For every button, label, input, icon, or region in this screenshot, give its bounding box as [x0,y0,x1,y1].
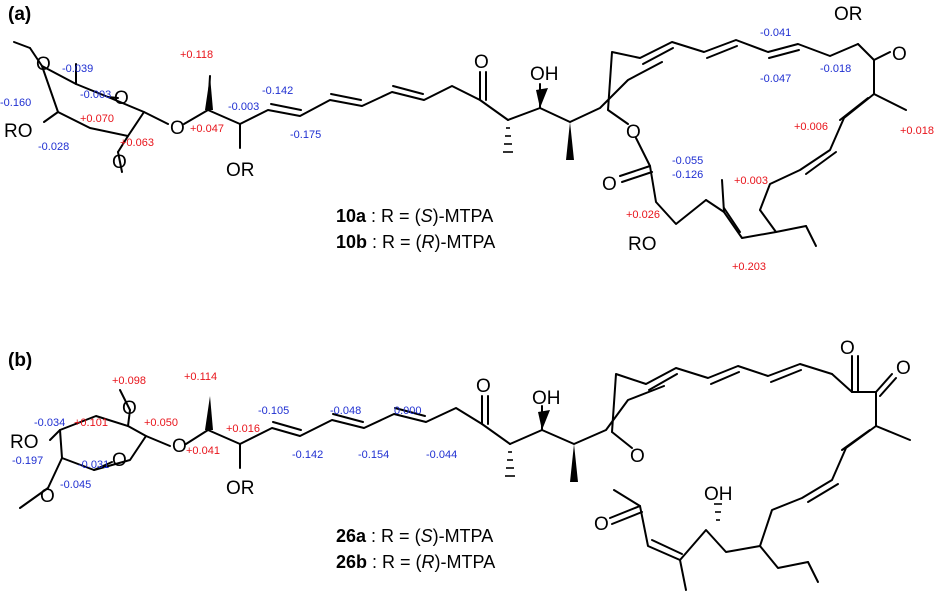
or-label-b2: OR [226,478,255,499]
delta-b-1: +0.098 [112,375,146,387]
or-label-a2: OR [226,160,255,181]
delta-b-3: -0.034 [34,417,65,429]
side-chain-a [207,61,663,149]
delta-a-7: +0.063 [120,137,154,149]
delta-a-13: -0.018 [820,63,851,75]
or-top-a: OR [834,4,863,25]
delta-b-12: -0.031 [78,459,109,471]
macrocycle-b [609,355,911,591]
delta-b-10: 0.000 [394,405,422,417]
carbonyl-o-b: O [594,514,609,535]
ro-label-a1: RO [4,121,33,142]
delta-a-10: -0.142 [262,85,293,97]
delta-a-3: -0.003 [80,89,111,101]
panel-a: (a) O O O O RO [0,4,934,273]
wedge-b2 [570,444,578,482]
delta-a-19: +0.003 [734,175,768,187]
delta-a-2: -0.039 [62,63,93,75]
sugar-methoxy-o-b: O [122,398,137,419]
ring-o-a: O [626,122,641,143]
delta-b-9: -0.048 [330,405,361,417]
wedge-a1 [205,76,213,110]
hash-a1 [503,127,513,153]
panel-b: (b) O O O O RO [8,338,911,591]
macrocycle-a [607,39,907,247]
delta-b-8: -0.105 [258,405,289,417]
delta-b-11: -0.197 [12,455,43,467]
delta-b-5: +0.050 [144,417,178,429]
delta-b-4: +0.101 [74,417,108,429]
delta-a-15: +0.006 [794,121,828,133]
sugar-methoxy2-o-a: O [112,152,127,173]
oh-label-a: OH [530,64,559,85]
sugar-ring-o-b: O [112,450,127,471]
delta-b-2: +0.114 [184,371,217,383]
caption-b1: 26a : R = (S)-MTPA [336,526,493,546]
delta-a-18: -0.126 [672,169,703,181]
delta-b-13: -0.045 [60,479,91,491]
glycosidic-o-a: O [170,118,185,139]
panel-b-label: (b) [8,350,32,371]
wedge-a3 [536,88,548,108]
ro-label-a3: RO [628,234,657,255]
sugar-methoxy2-o-b: O [40,486,55,507]
delta-a-14: -0.047 [760,73,791,85]
top-ketone-o-b2: O [896,358,911,379]
delta-a-1: +0.118 [180,49,213,61]
oh-label-b2: OH [704,484,733,505]
delta-a-21: +0.203 [732,261,766,273]
ketone-o-b: O [476,376,491,397]
hash-b1 [505,451,515,477]
sugar-ring-o-a: O [114,88,129,109]
wedge-b3 [538,410,550,430]
glycosidic-o-b: O [172,436,187,457]
delta-a-17: -0.055 [672,155,703,167]
delta-a-12: -0.041 [760,27,791,39]
wedge-a2 [566,122,574,160]
sugar-methoxy-o-a: O [36,54,51,75]
caption-a1: 10a : R = (S)-MTPA [336,206,493,226]
caption-b2: 26b : R = (R)-MTPA [336,552,495,572]
top-ketone-o-b1: O [840,338,855,359]
delta-a-9: -0.003 [228,101,259,113]
top-ketone-o-a: O [892,44,907,65]
sugar-ring-a [13,41,209,173]
delta-a-16: +0.018 [900,125,934,137]
side-chain-b [207,385,665,469]
sugar-ring-b [19,389,209,509]
oh-label-b: OH [532,388,561,409]
delta-a-8: +0.047 [190,123,224,135]
delta-a-20: +0.026 [626,209,660,221]
delta-b-14: -0.142 [292,449,323,461]
delta-b-6: +0.041 [186,445,220,457]
ro-label-b1: RO [10,432,39,453]
hash-b2 [714,503,722,521]
delta-b-15: -0.154 [358,449,389,461]
panel-a-label: (a) [8,4,31,25]
delta-b-16: -0.044 [426,449,457,461]
caption-a2: 10b : R = (R)-MTPA [336,232,495,252]
delta-b-7: +0.016 [226,423,260,435]
wedge-b1 [205,396,213,430]
delta-a-11: -0.175 [290,129,321,141]
delta-a-4: -0.160 [0,97,31,109]
ring-o-b: O [630,446,645,467]
carbonyl-o-a: O [602,174,617,195]
delta-a-5: +0.070 [80,113,114,125]
delta-a-6: -0.028 [38,141,69,153]
ketone-o-a: O [474,52,489,73]
